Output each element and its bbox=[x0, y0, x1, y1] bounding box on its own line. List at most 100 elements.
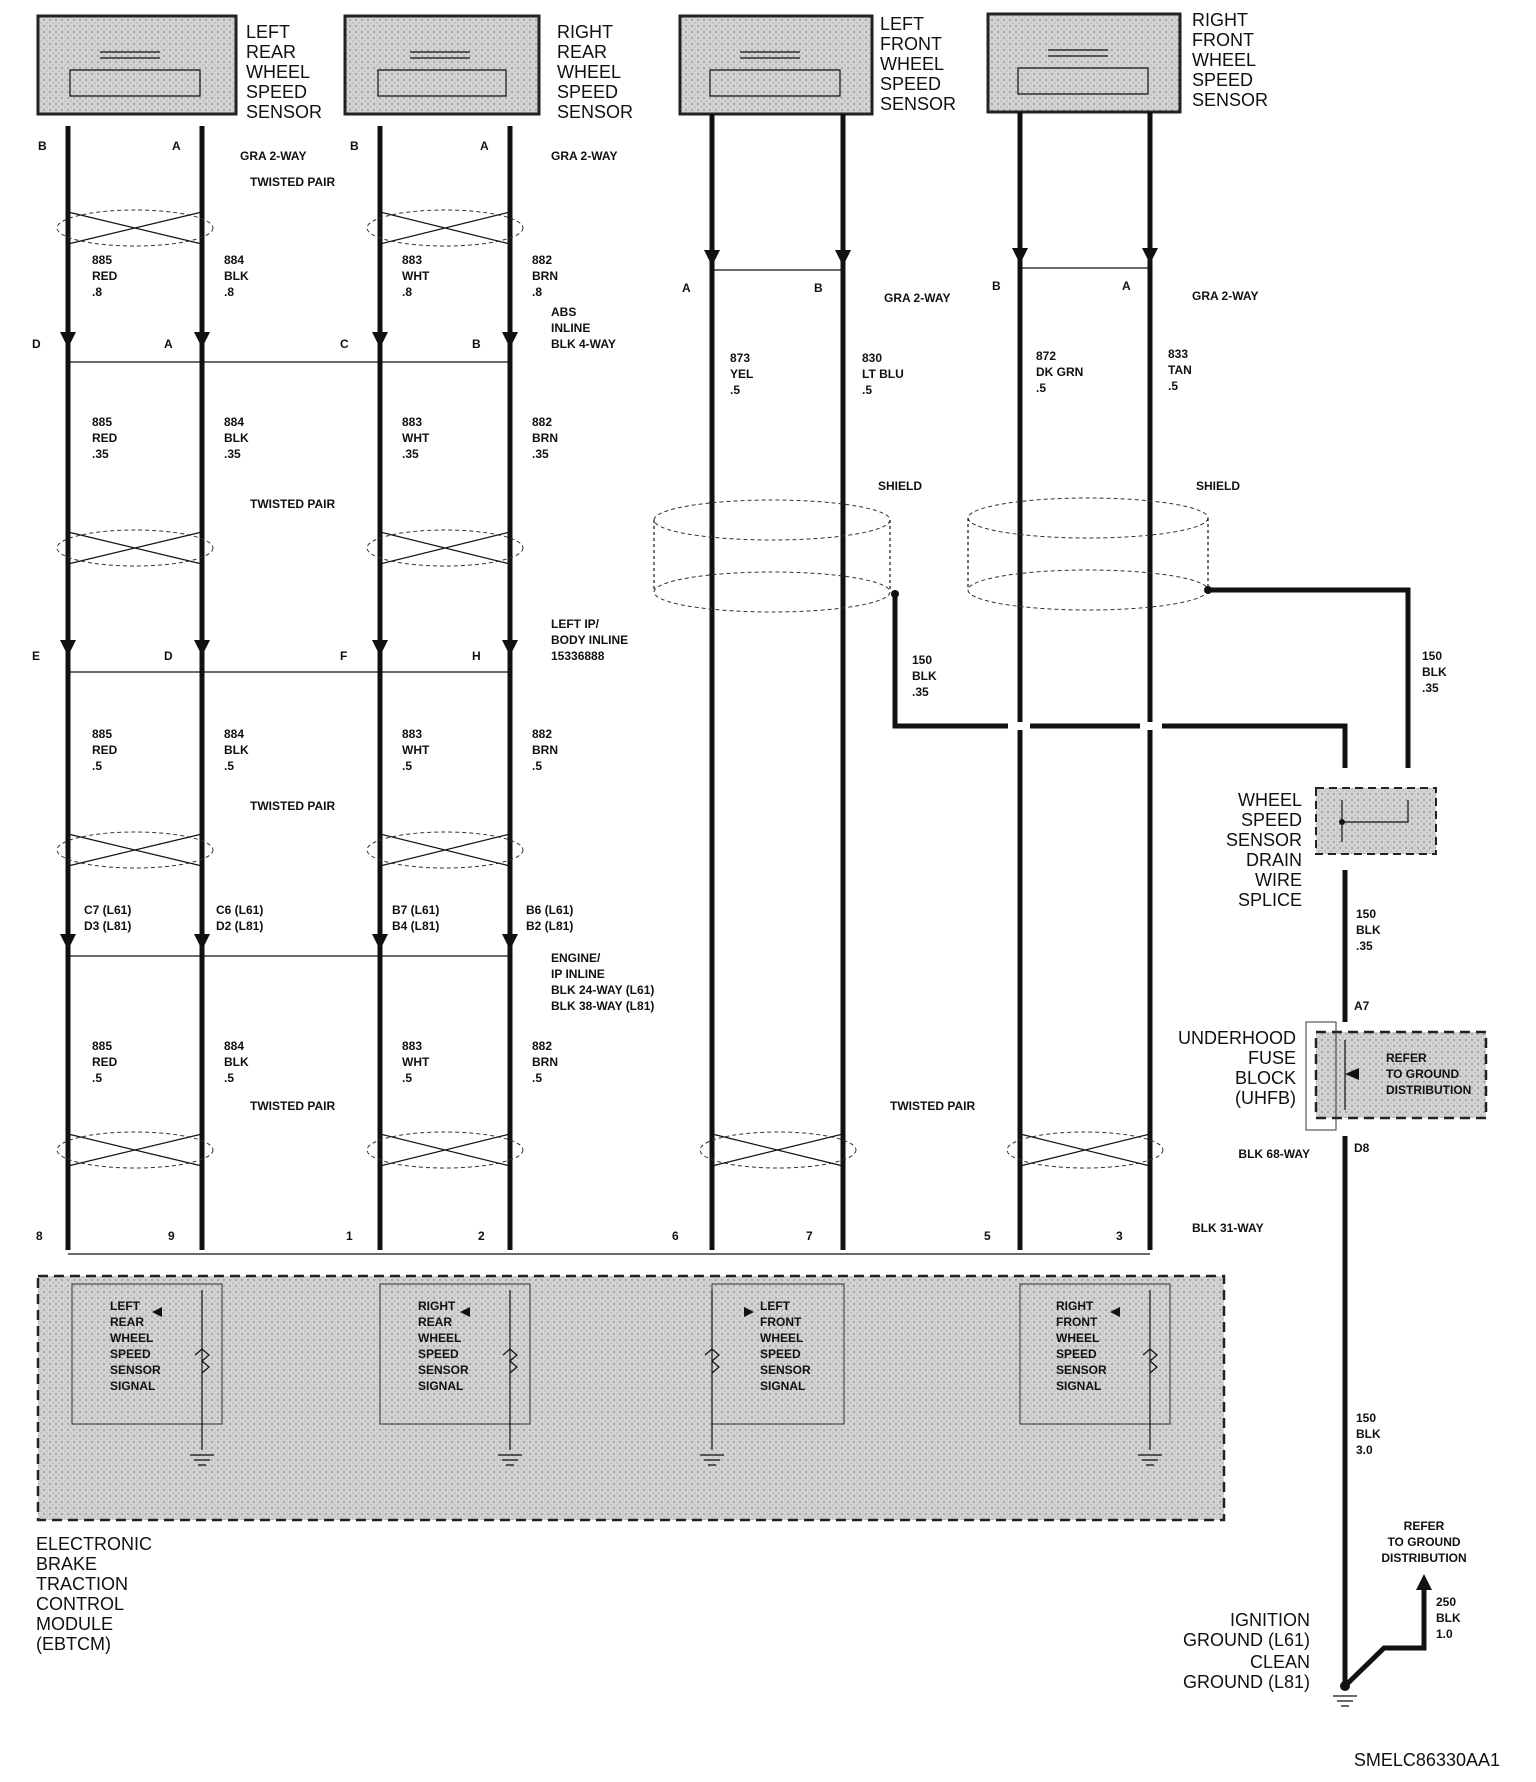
spec-883-d-color: WHT bbox=[402, 1055, 430, 1069]
spec-884-c: 884 bbox=[224, 727, 244, 741]
uhfb-label-3: BLOCK bbox=[1235, 1068, 1296, 1088]
ebtcm-label-5: MODULE bbox=[36, 1614, 113, 1634]
spec-150-d: 150 bbox=[1356, 1411, 1376, 1425]
ground-refer-3: DISTRIBUTION bbox=[1381, 1551, 1466, 1565]
pin-b4: B4 (L81) bbox=[392, 919, 439, 933]
ebtcm-label-1: ELECTRONIC bbox=[36, 1534, 152, 1554]
left-front-sensor-label-1: LEFT bbox=[880, 14, 924, 34]
spec-150-a-color: BLK bbox=[912, 669, 937, 683]
spec-883-a: 883 bbox=[402, 253, 422, 267]
pin-c-1: C bbox=[340, 337, 349, 351]
left-front-sensor-label-4: SPEED bbox=[880, 74, 941, 94]
pin-3: 3 bbox=[1116, 1229, 1123, 1243]
mod-rr-6: SIGNAL bbox=[418, 1379, 463, 1393]
spec-883-b-color: WHT bbox=[402, 431, 430, 445]
twisted-pair-5: TWISTED PAIR bbox=[890, 1099, 975, 1113]
pin-b-3: B bbox=[472, 337, 481, 351]
abs-inline-1: ABS bbox=[551, 305, 576, 319]
uhfb-label-2: FUSE bbox=[1248, 1048, 1296, 1068]
spec-882-b-color: BRN bbox=[532, 431, 558, 445]
pin-h-1: H bbox=[472, 649, 481, 663]
spec-873-color: YEL bbox=[730, 367, 753, 381]
ip-inline-1: LEFT IP/ bbox=[551, 617, 600, 631]
uhfb-refer-1: REFER bbox=[1386, 1051, 1427, 1065]
mod-rf-3: WHEEL bbox=[1056, 1331, 1099, 1345]
spec-884-b: 884 bbox=[224, 415, 244, 429]
twisted-pair-3: TWISTED PAIR bbox=[250, 799, 335, 813]
spec-872: 872 bbox=[1036, 349, 1056, 363]
spec-150-d-gauge: 3.0 bbox=[1356, 1443, 1373, 1457]
pin-a-4: A bbox=[682, 281, 691, 295]
right-rear-sensor-label-2: REAR bbox=[557, 42, 607, 62]
spec-885-b-color: RED bbox=[92, 431, 118, 445]
mod-lf-5: SENSOR bbox=[760, 1363, 811, 1377]
spec-882-d: 882 bbox=[532, 1039, 552, 1053]
mod-lr-5: SENSOR bbox=[110, 1363, 161, 1377]
mod-rf-1: RIGHT bbox=[1056, 1299, 1094, 1313]
twisted-pair-2: TWISTED PAIR bbox=[250, 497, 335, 511]
spec-885-d-gauge: .5 bbox=[92, 1071, 102, 1085]
pin-c6: C6 (L61) bbox=[216, 903, 263, 917]
left-front-sensor-label-2: FRONT bbox=[880, 34, 942, 54]
spec-150-b: 150 bbox=[1422, 649, 1442, 663]
engine-inline-4: BLK 38-WAY (L81) bbox=[551, 999, 654, 1013]
spec-882-a: 882 bbox=[532, 253, 552, 267]
pin-a7: A7 bbox=[1354, 999, 1370, 1013]
spec-882-d-color: BRN bbox=[532, 1055, 558, 1069]
right-rear-sensor-label-3: WHEEL bbox=[557, 62, 621, 82]
drain-wires bbox=[891, 586, 1411, 768]
mod-lf-6: SIGNAL bbox=[760, 1379, 805, 1393]
spec-882-d-gauge: .5 bbox=[532, 1071, 542, 1085]
pin-b-5: B bbox=[992, 279, 1001, 293]
spec-150-b-color: BLK bbox=[1422, 665, 1447, 679]
splice-label-2: SPEED bbox=[1241, 810, 1302, 830]
rear-wires bbox=[65, 126, 513, 1250]
uhfb-label-1: UNDERHOOD bbox=[1178, 1028, 1296, 1048]
pin-d8: D8 bbox=[1354, 1141, 1370, 1155]
spec-885-d-color: RED bbox=[92, 1055, 118, 1069]
pin-a-2: A bbox=[480, 139, 489, 153]
spec-884-a-gauge: .8 bbox=[224, 285, 234, 299]
abs-inline-3: BLK 4-WAY bbox=[551, 337, 616, 351]
ebtcm-label-6: (EBTCM) bbox=[36, 1634, 111, 1654]
spec-885-d: 885 bbox=[92, 1039, 112, 1053]
pin-b-4: B bbox=[814, 281, 823, 295]
spec-833-gauge: .5 bbox=[1168, 379, 1178, 393]
spec-884-c-gauge: .5 bbox=[224, 759, 234, 773]
mod-lf-3: WHEEL bbox=[760, 1331, 803, 1345]
twisted-pair-1: TWISTED PAIR bbox=[250, 175, 335, 189]
splice-block bbox=[1315, 787, 1437, 855]
left-front-sensor: LEFT FRONT WHEEL SPEED SENSOR bbox=[678, 14, 956, 116]
front-twisted-pairs bbox=[699, 1131, 1164, 1169]
ebtcm-name: ELECTRONIC BRAKE TRACTION CONTROL MODULE… bbox=[36, 1534, 152, 1654]
spec-883-a-gauge: .8 bbox=[402, 285, 412, 299]
mod-lr-4: SPEED bbox=[110, 1347, 151, 1361]
splice-label-1: WHEEL bbox=[1238, 790, 1302, 810]
spec-883-c-color: WHT bbox=[402, 743, 430, 757]
twisted-pair-4: TWISTED PAIR bbox=[250, 1099, 335, 1113]
spec-885-b: 885 bbox=[92, 415, 112, 429]
uhfb-refer-2: TO GROUND bbox=[1386, 1067, 1459, 1081]
connector-labels: GRA 2-WAY GRA 2-WAY GRA 2-WAY GRA 2-WAY … bbox=[240, 149, 1264, 1235]
spec-882-a-color: BRN bbox=[532, 269, 558, 283]
splice-label-5: WIRE bbox=[1255, 870, 1302, 890]
pin-e-1: E bbox=[32, 649, 40, 663]
pin-5: 5 bbox=[984, 1229, 991, 1243]
spec-830-color: LT BLU bbox=[862, 367, 904, 381]
spec-150-a-gauge: .35 bbox=[912, 685, 929, 699]
spec-872-color: DK GRN bbox=[1036, 365, 1083, 379]
pin-2: 2 bbox=[478, 1229, 485, 1243]
wire-specs: 885 RED .8 884 BLK .8 883 WHT .8 882 BRN… bbox=[84, 253, 1461, 1641]
uhfb-label-4: (UHFB) bbox=[1235, 1088, 1296, 1108]
spec-882-a-gauge: .8 bbox=[532, 285, 542, 299]
right-front-sensor-label-4: SPEED bbox=[1192, 70, 1253, 90]
ground-label-2: GROUND (L61) bbox=[1183, 1630, 1310, 1650]
module-labels: LEFT REAR WHEEL SPEED SENSOR SIGNAL RIGH… bbox=[110, 1299, 1107, 1393]
right-front-sensor-label-3: WHEEL bbox=[1192, 50, 1256, 70]
pin-c7: C7 (L61) bbox=[84, 903, 131, 917]
pin-d3: D3 (L81) bbox=[84, 919, 131, 933]
pin-d-2: D bbox=[164, 649, 173, 663]
spec-883-d: 883 bbox=[402, 1039, 422, 1053]
mod-lf-1: LEFT bbox=[760, 1299, 791, 1313]
engine-inline-3: BLK 24-WAY (L61) bbox=[551, 983, 654, 997]
